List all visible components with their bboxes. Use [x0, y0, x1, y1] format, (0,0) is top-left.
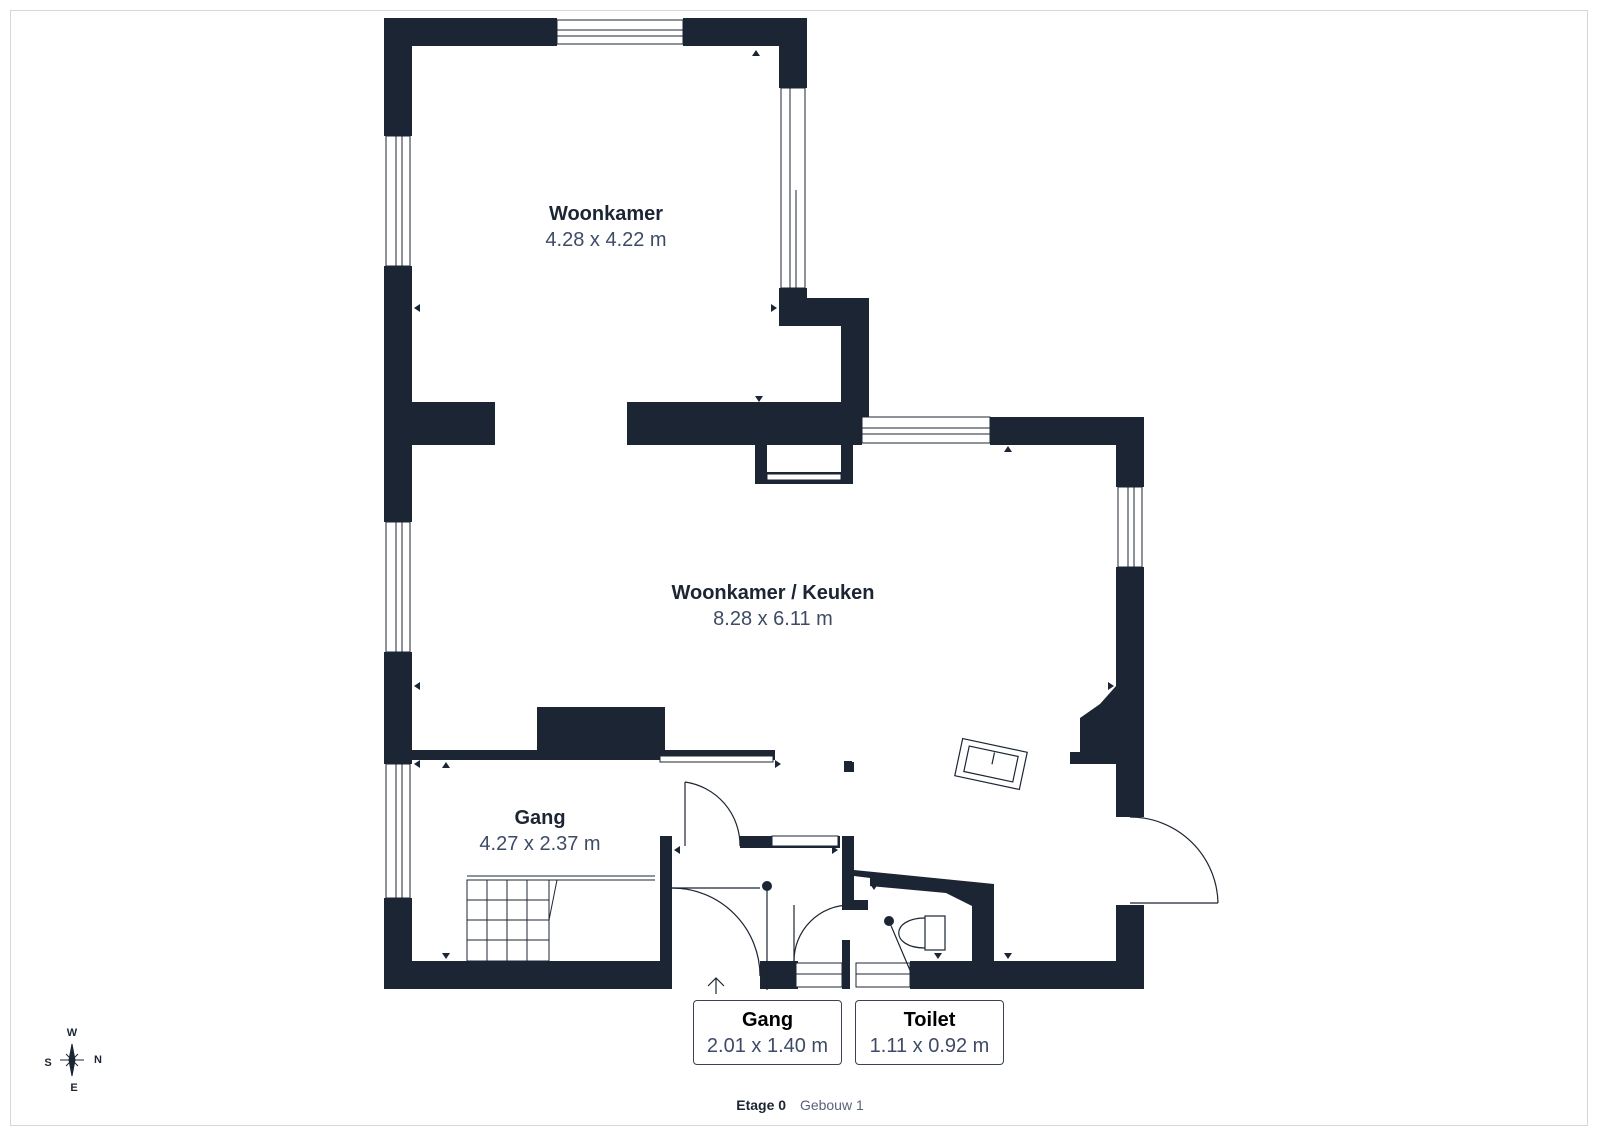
door-swing: [793, 904, 851, 962]
floor-label: Etage 0: [736, 1097, 787, 1113]
wall: [779, 18, 807, 88]
window: [385, 763, 411, 899]
callout-toilet: Toilet 1.11 x 0.92 m: [855, 1000, 1004, 1065]
room-dimensions: 2.01 x 1.40 m: [706, 1035, 829, 1057]
room-name: Gang: [741, 1009, 794, 1031]
window: [795, 962, 843, 988]
window: [556, 19, 684, 45]
toilet-bowl: [898, 917, 926, 949]
door-swing: [671, 887, 761, 977]
room-dimensions: 1.11 x 0.92 m: [869, 1035, 990, 1057]
window: [766, 473, 842, 481]
room-dimensions: 4.28 x 4.22 m: [545, 229, 667, 251]
room-name: Toilet: [903, 1009, 956, 1031]
window: [659, 755, 774, 763]
room-dimensions: 4.27 x 2.37 m: [479, 833, 601, 855]
window: [780, 87, 806, 289]
wall: [660, 836, 672, 989]
wall: [842, 866, 854, 904]
building-label: Gebouw 1: [799, 1097, 864, 1113]
wall: [842, 836, 854, 866]
toilet-tank: [924, 915, 946, 951]
wall: [384, 402, 495, 445]
door-swing: [684, 781, 741, 847]
wall: [1116, 567, 1144, 817]
door-swing: [1129, 816, 1219, 904]
compass-north: N: [94, 1054, 102, 1066]
compass-rose-icon: [60, 1043, 84, 1077]
column: [844, 761, 852, 771]
walls: [384, 18, 1144, 989]
wall: [537, 707, 665, 757]
wall: [384, 266, 412, 522]
wall: [854, 870, 994, 962]
window: [385, 135, 411, 267]
footer: Etage 0 Gebouw 1: [0, 1097, 1600, 1113]
room-label-gang: Gang 4.27 x 2.37 m: [479, 805, 600, 857]
page-frame: [10, 10, 1588, 1126]
wall: [841, 440, 853, 484]
room-name: Woonkamer: [548, 203, 664, 225]
window: [1117, 486, 1143, 568]
fixtures: [766, 737, 1028, 990]
entrance-arrow-icon: [707, 977, 725, 994]
wall: [842, 940, 850, 989]
wall: [1116, 417, 1144, 487]
room-name: Woonkamer / Keuken: [671, 582, 875, 604]
doors: [671, 781, 1219, 977]
windows: [385, 19, 1143, 988]
room-label-woonkamer: Woonkamer 4.28 x 4.22 m: [545, 201, 666, 253]
markers: [414, 50, 1114, 959]
window: [855, 962, 911, 988]
sink: [954, 737, 1028, 791]
wall: [384, 18, 557, 46]
room-dimensions: 8.28 x 6.11 m: [713, 608, 833, 630]
window: [861, 416, 991, 444]
wall: [760, 961, 798, 989]
callout-gang: Gang 2.01 x 1.40 m: [693, 1000, 842, 1065]
room-name: Gang: [514, 807, 566, 829]
stairs: [466, 875, 655, 962]
wall: [910, 961, 1144, 989]
light-point: [762, 881, 772, 891]
wall: [384, 961, 672, 989]
fixture-dots: [762, 761, 894, 926]
compass-east: E: [70, 1082, 78, 1094]
compass-south: S: [44, 1057, 52, 1069]
wall: [842, 900, 868, 910]
light-point: [884, 916, 894, 926]
chimney: [1070, 686, 1116, 764]
room-label-woonkamer-keuken: Woonkamer / Keuken 8.28 x 6.11 m: [671, 580, 874, 632]
window: [385, 521, 411, 653]
wall: [384, 652, 412, 764]
window: [771, 835, 839, 847]
compass-west: W: [66, 1027, 78, 1039]
wall: [627, 402, 862, 445]
